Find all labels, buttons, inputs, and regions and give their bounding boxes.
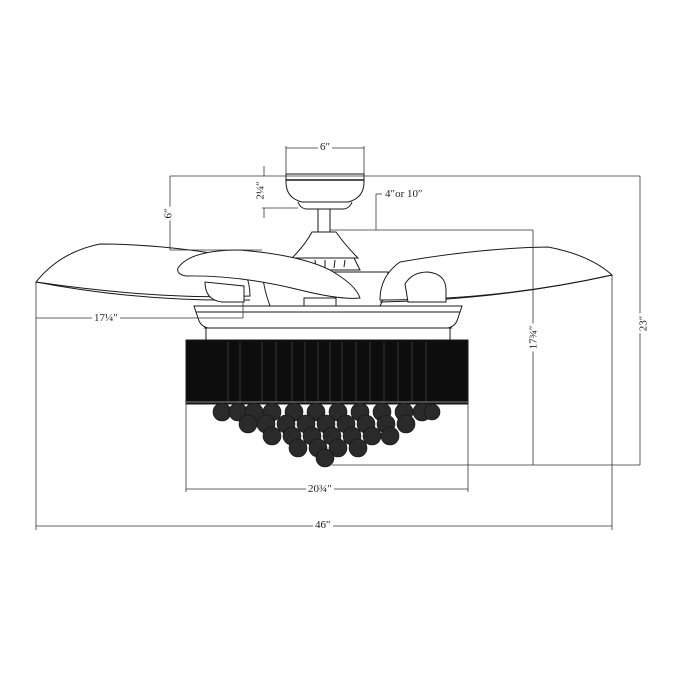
light-ring	[193, 305, 463, 340]
canopy	[285, 173, 365, 210]
overall-span-label: 46″	[313, 519, 333, 531]
fan-blades	[35, 243, 614, 307]
ceiling-to-blade-label: 6″	[162, 206, 175, 221]
overall-height-label: 23″	[637, 313, 650, 334]
canopy-height-label: 2¼″	[254, 179, 267, 202]
crystal-ball-cluster	[212, 402, 441, 468]
crystal-drum-shade	[185, 339, 469, 405]
fan-body-to-bottom-label: 17¾″	[527, 323, 540, 352]
blade-to-light-label: 17¼″	[92, 312, 120, 324]
downrod-length-label: 4″or 10″	[383, 188, 425, 200]
dimension-lines	[35, 146, 641, 530]
downrod	[317, 209, 331, 232]
light-diameter-label: 20¾″	[306, 483, 334, 495]
canopy-width-label: 6″	[318, 141, 333, 153]
